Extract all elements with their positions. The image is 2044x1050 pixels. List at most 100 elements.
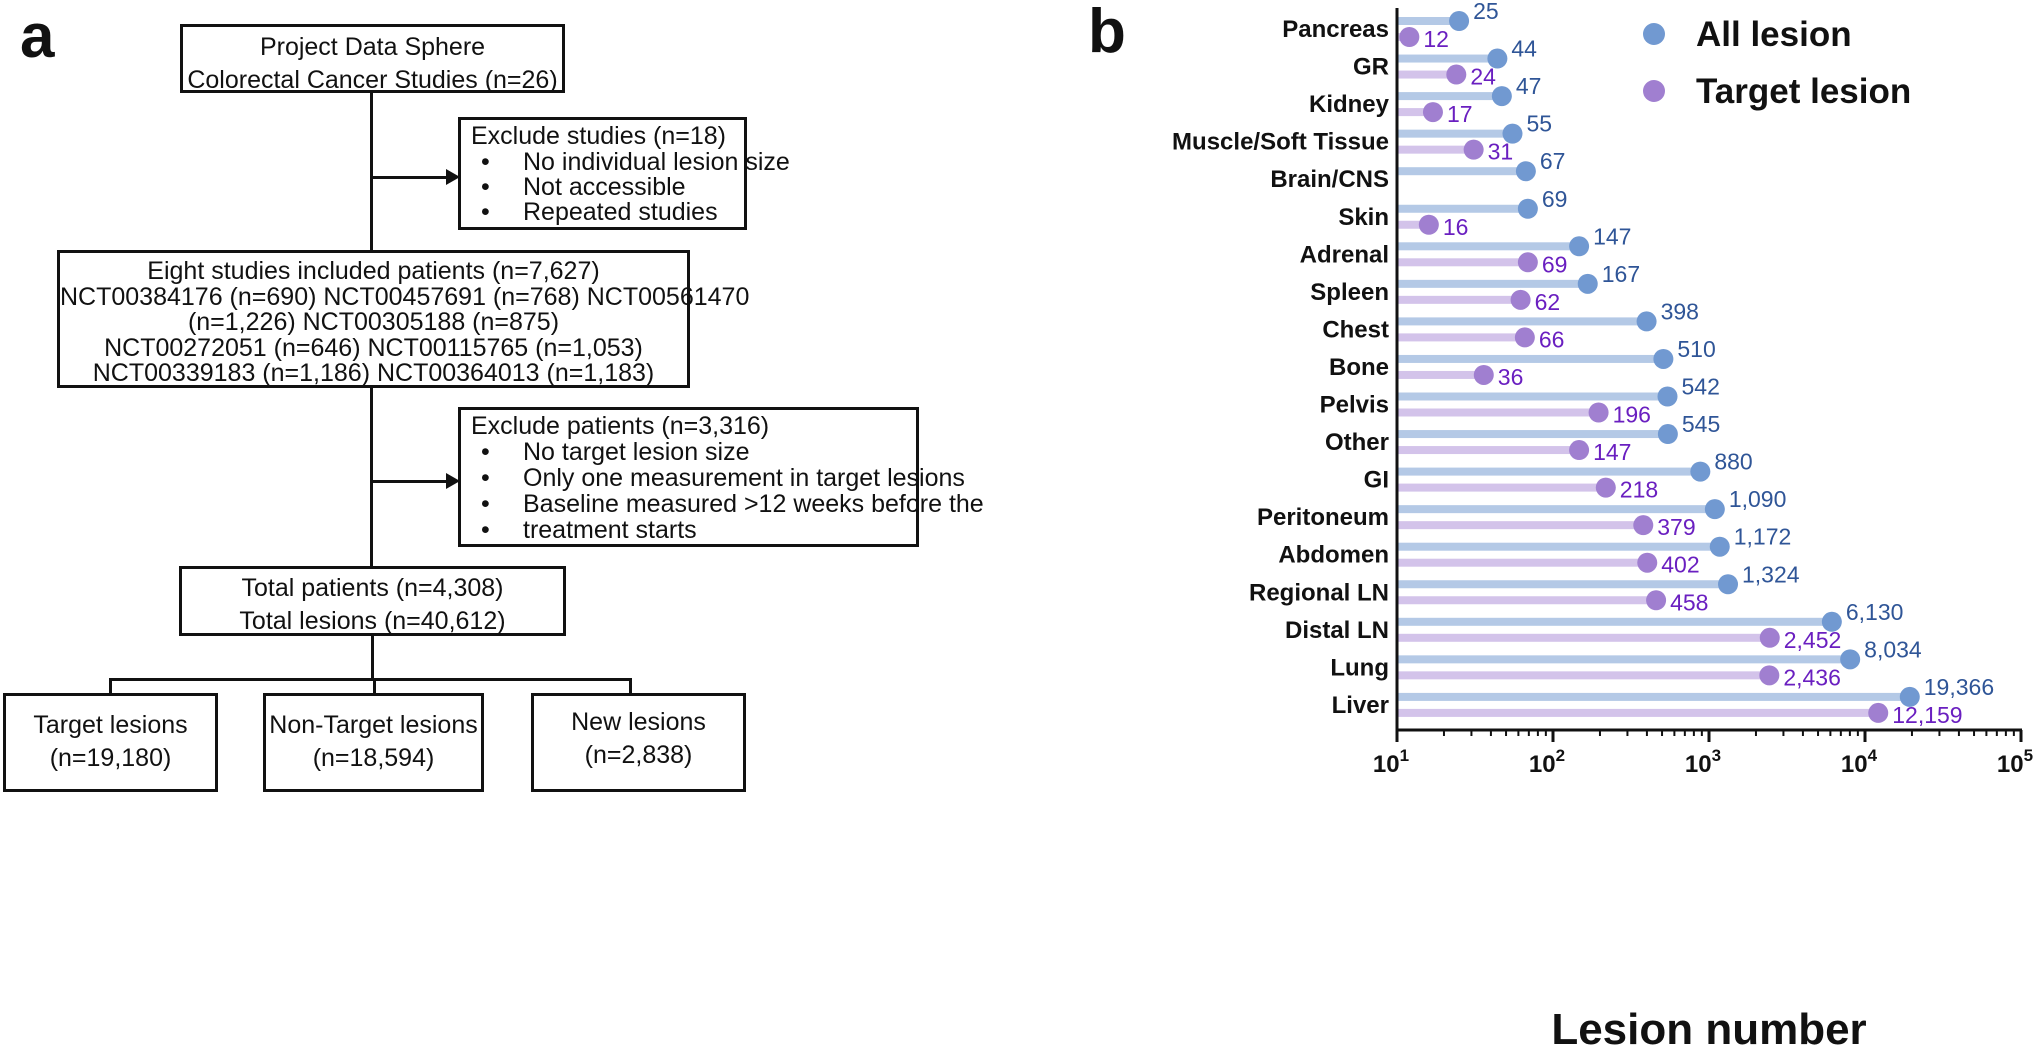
series-bar: [1397, 92, 1502, 101]
source-studies-box: Project Data Sphere Colorectal Cancer St…: [180, 24, 565, 94]
series-bar: [1397, 54, 1498, 63]
new-lesions-line-2: (n=2,838): [584, 741, 693, 769]
data-point: [1487, 48, 1508, 69]
data-label: 62: [1535, 289, 1561, 315]
data-label: 19,366: [1924, 674, 1994, 700]
data-label: 47: [1516, 73, 1542, 99]
connector-branch-1: [372, 176, 448, 179]
data-point: [1636, 311, 1657, 332]
category-label: Liver: [1332, 692, 1389, 719]
connector-leaf-2: [373, 678, 376, 695]
series-bar: [1397, 145, 1474, 154]
series-bar: [1397, 617, 1832, 626]
data-label: 880: [1714, 449, 1752, 475]
data-label: 2,452: [1784, 627, 1842, 653]
exclude-studies-item: No individual lesion size: [471, 150, 790, 176]
category-label: Bone: [1329, 354, 1389, 381]
category-label: Spleen: [1310, 279, 1389, 306]
connector-split-horizontal: [109, 678, 632, 681]
series-bar: [1397, 580, 1729, 589]
connector-leaf-3: [629, 678, 632, 695]
data-label: 1,172: [1734, 524, 1792, 550]
series-bar: [1397, 655, 1851, 664]
category-label: Distal LN: [1285, 617, 1389, 644]
series-bar: [1397, 671, 1770, 680]
category-label: GR: [1353, 54, 1389, 81]
category-label: Brain/CNS: [1270, 166, 1389, 193]
data-point: [1569, 236, 1590, 257]
included-line-1: Eight studies included patients (n=7,627…: [147, 257, 600, 285]
exclude-patients-box: Exclude patients (n=3,316) No target les…: [458, 407, 984, 547]
series-bar: [1397, 446, 1580, 455]
exclude-studies-item: Repeated studies: [471, 200, 744, 226]
data-label: 55: [1526, 111, 1552, 137]
x-tick-label: 102: [1529, 746, 1565, 778]
data-label: 31: [1488, 139, 1514, 165]
non-target-lesions-line-1: Non-Target lesions: [269, 711, 478, 739]
new-lesions-line-1: New lesions: [571, 708, 706, 736]
data-point: [1637, 552, 1658, 573]
target-lesions-line-2: (n=19,180): [49, 744, 172, 772]
connector-main-2: [370, 386, 373, 568]
data-point: [1899, 686, 1920, 707]
data-label: 25: [1473, 0, 1499, 24]
data-label: 402: [1661, 552, 1699, 578]
new-lesions-box: New lesions (n=2,838): [531, 693, 746, 792]
series-bar: [1397, 430, 1668, 439]
data-label: 458: [1670, 589, 1708, 615]
legend-label: Target lesion: [1696, 72, 1911, 111]
series-bar: [1397, 692, 1910, 701]
data-point: [1517, 198, 1538, 219]
series-bar: [1397, 354, 1664, 363]
data-point: [1633, 515, 1654, 536]
data-point: [1759, 665, 1780, 686]
data-point: [1704, 499, 1725, 520]
target-lesions-box: Target lesions (n=19,180): [3, 693, 218, 792]
panel-b-letter: b: [1088, 0, 1126, 66]
data-point: [1446, 64, 1467, 85]
series-bar: [1397, 333, 1525, 342]
data-label: 218: [1620, 477, 1658, 503]
category-label: Pelvis: [1320, 392, 1389, 419]
series-bar: [1397, 558, 1648, 567]
category-label: Lung: [1330, 654, 1389, 681]
data-label: 12,159: [1892, 702, 1962, 728]
data-point: [1418, 214, 1439, 235]
data-point: [1463, 139, 1484, 160]
total-line-1: Total patients (n=4,308): [241, 574, 504, 602]
data-label: 398: [1661, 298, 1699, 324]
data-label: 67: [1540, 148, 1566, 174]
data-label: 69: [1542, 186, 1568, 212]
data-point: [1588, 402, 1609, 423]
data-point: [1690, 461, 1711, 482]
series-bar: [1397, 483, 1606, 492]
data-label: 69: [1542, 251, 1568, 277]
total-line-2: Total lesions (n=40,612): [239, 607, 506, 635]
series-bar: [1397, 596, 1657, 605]
x-tick-label: 101: [1373, 746, 1409, 778]
data-point: [1473, 364, 1494, 385]
exclude-patients-item: Baseline measured >12 weeks before the: [471, 491, 984, 517]
data-label: 147: [1593, 223, 1631, 249]
data-point: [1517, 252, 1538, 273]
connector-leaf-1: [109, 678, 112, 695]
data-point: [1868, 702, 1889, 723]
series-bar: [1397, 129, 1513, 138]
series-bar: [1397, 167, 1526, 176]
legend-marker: [1643, 23, 1665, 45]
series-bar: [1397, 258, 1528, 267]
legend-label: All lesion: [1696, 15, 1852, 54]
data-label: 8,034: [1864, 636, 1922, 662]
arrowhead-1: [446, 169, 460, 185]
data-label: 379: [1657, 514, 1695, 540]
data-label: 196: [1613, 402, 1651, 428]
x-tick-label: 103: [1685, 746, 1721, 778]
series-bar: [1397, 220, 1429, 229]
panel-a-letter: a: [20, 2, 55, 71]
data-point: [1399, 27, 1420, 47]
data-label: 16: [1443, 214, 1469, 240]
data-point: [1491, 86, 1512, 107]
exclude-patients-title: Exclude patients (n=3,316): [471, 412, 770, 440]
data-label: 6,130: [1846, 599, 1904, 625]
category-label: GI: [1364, 467, 1389, 494]
